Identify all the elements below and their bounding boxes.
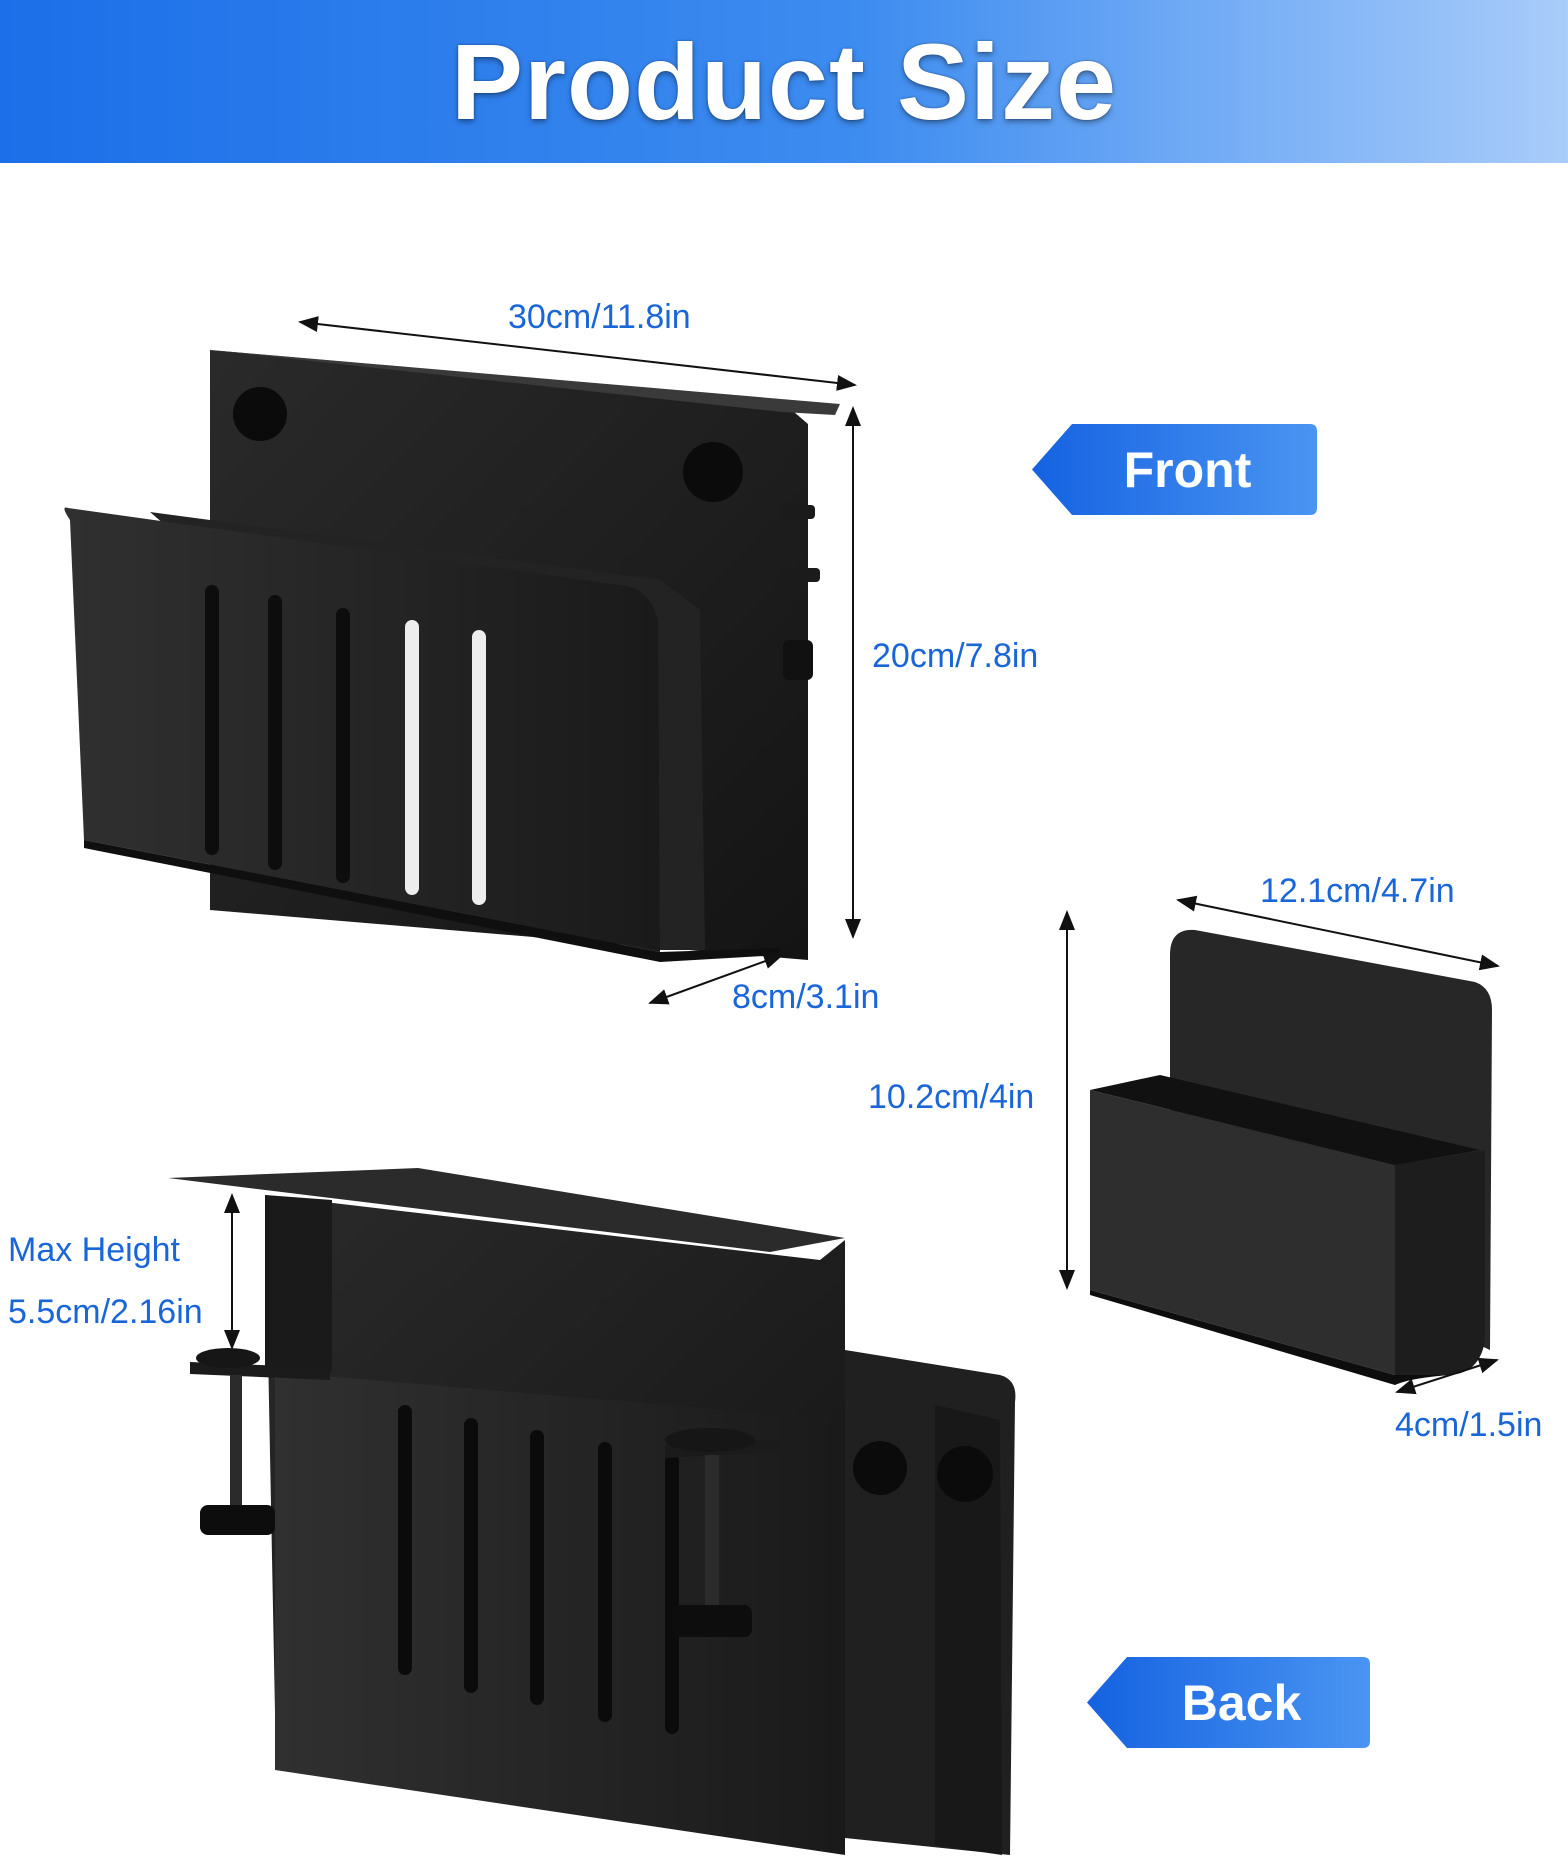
front-tag: Front [1032,424,1317,515]
back-organizer [168,1168,1016,1855]
dimension-line [1395,1357,1499,1395]
dimension-line [648,953,784,1005]
back-tag-label: Back [1181,1674,1302,1731]
max-height-value: 5.5cm/2.16in [8,1293,203,1331]
front-tag-label: Front [1123,441,1252,498]
dimension-main-width: 30cm/11.8in [508,298,691,336]
front-organizer [64,350,840,962]
dimension-line [298,316,857,391]
max-height-label-block: Max Height 5.5cm/2.16in [8,1219,203,1343]
back-tag: Back [1087,1657,1370,1748]
page-title: Product Size [450,21,1118,142]
dimension-main-height: 20cm/7.8in [872,637,1039,675]
tag-arrow-shape [1032,424,1317,515]
dimension-cup-depth: 4cm/1.5in [1395,1406,1543,1444]
tag-arrow-shape [1087,1657,1370,1748]
magnetic-cup [1090,929,1492,1385]
dimension-line [1176,895,1500,971]
dimension-main-depth: 8cm/3.1in [732,978,880,1016]
dimension-cup-width: 12.1cm/4.7in [1260,872,1455,910]
max-height-label: Max Height [8,1231,180,1269]
dimension-cup-height: 10.2cm/4in [868,1078,1035,1116]
header-banner [0,0,1568,163]
